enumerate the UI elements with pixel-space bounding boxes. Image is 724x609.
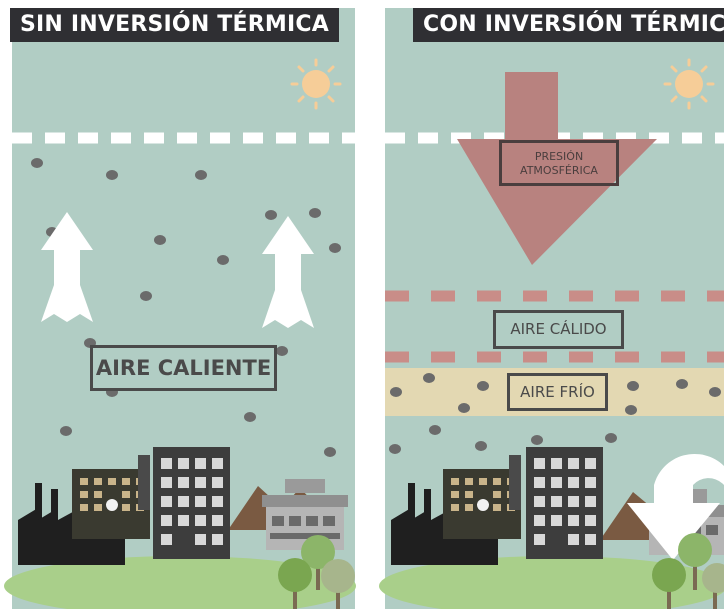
cold-air-label: AIRE FRÍO (507, 373, 608, 411)
tree-icon (678, 533, 712, 590)
up-arrow-icon (262, 216, 314, 328)
ground (4, 556, 356, 609)
tree-icon (301, 535, 335, 590)
right-scene (379, 8, 724, 609)
tree-icon (278, 558, 312, 609)
panel-title: SIN INVERSIÓN TÉRMICA (10, 8, 339, 42)
panel-with-inversion: CON INVERSIÓN TÉRMICA PRESIÓN ATMOSFÉRIC… (375, 0, 724, 609)
building-icon (153, 447, 230, 559)
building-icon (72, 455, 150, 539)
sun-icon (663, 58, 715, 110)
pressure-label: PRESIÓN ATMOSFÉRICA (499, 140, 619, 186)
pressure-arrow-icon (457, 72, 657, 265)
panel-title: CON INVERSIÓN TÉRMICA (413, 8, 724, 42)
tree-icon (652, 558, 686, 609)
up-arrow-icon (41, 212, 93, 322)
panel-without-inversion: SIN INVERSIÓN TÉRMICA AIRE CALIENTE (4, 8, 356, 609)
tree-icon (702, 563, 724, 609)
building-icon (526, 447, 603, 559)
warm-air-label: AIRE CÁLIDO (493, 310, 624, 349)
u-turn-arrow-icon (654, 453, 724, 513)
ground (379, 556, 724, 609)
tree-icon (321, 559, 355, 609)
building-icon (443, 455, 521, 539)
hot-air-label: AIRE CALIENTE (90, 345, 277, 391)
sun-icon (290, 58, 342, 110)
down-arrow-icon (627, 503, 720, 560)
left-scene (4, 8, 356, 609)
pollution-particles (31, 158, 341, 457)
